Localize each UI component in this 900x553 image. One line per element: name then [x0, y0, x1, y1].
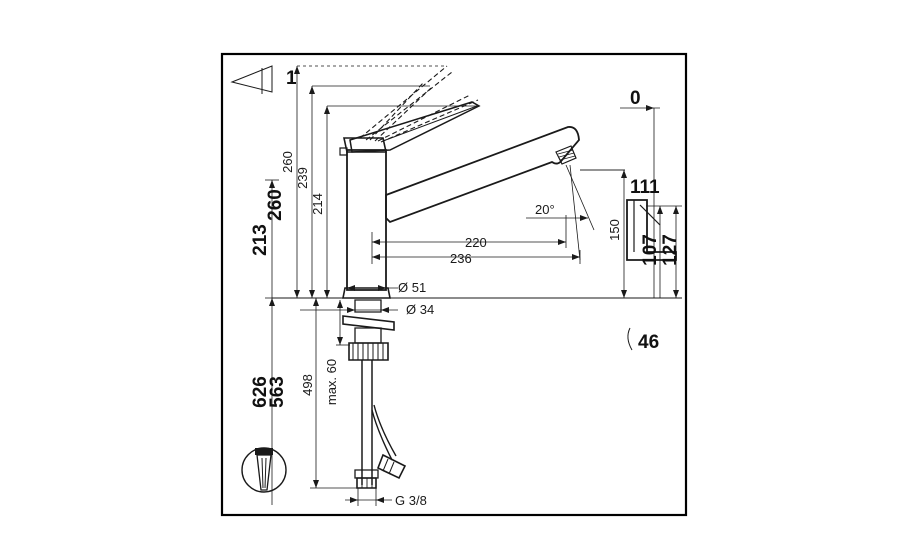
- dim-498: 498: [300, 374, 315, 396]
- dim-220: 220: [465, 235, 487, 250]
- dim-239: 239: [295, 167, 310, 189]
- spout: [385, 126, 580, 224]
- dim-side-0: 0: [630, 88, 641, 109]
- drawing-frame: [220, 52, 688, 517]
- dim-dia-34: Ø 34: [406, 302, 434, 317]
- dim-213: 213: [250, 224, 271, 256]
- dim-side-107: 107: [640, 234, 661, 266]
- aerator-detail-icon: [241, 447, 287, 493]
- dim-side-46: 46: [638, 332, 659, 353]
- view-symbol-icon: [230, 65, 273, 94]
- dim-626: 626: [250, 376, 271, 408]
- dim-dia-51: Ø 51: [398, 280, 426, 295]
- dim-260-bold: 260: [265, 189, 286, 221]
- dim-214: 214: [310, 193, 325, 215]
- dim-150: 150: [607, 219, 622, 241]
- side-detail: [620, 105, 682, 351]
- dim-max60: max. 60: [324, 359, 339, 405]
- mounting-assembly: [342, 299, 407, 489]
- faucet-body: [339, 137, 391, 299]
- dim-thread: G 3/8: [395, 493, 427, 508]
- dim-260: 260: [280, 151, 295, 173]
- dim-side-111: 111: [630, 177, 660, 198]
- dim-angle-20: 20°: [535, 202, 555, 217]
- dim-top-1: 1: [286, 68, 297, 89]
- lever-handle: [349, 65, 481, 153]
- dim-236: 236: [450, 251, 472, 266]
- dim-side-127: 127: [660, 234, 681, 266]
- dim-563: 563: [267, 376, 288, 408]
